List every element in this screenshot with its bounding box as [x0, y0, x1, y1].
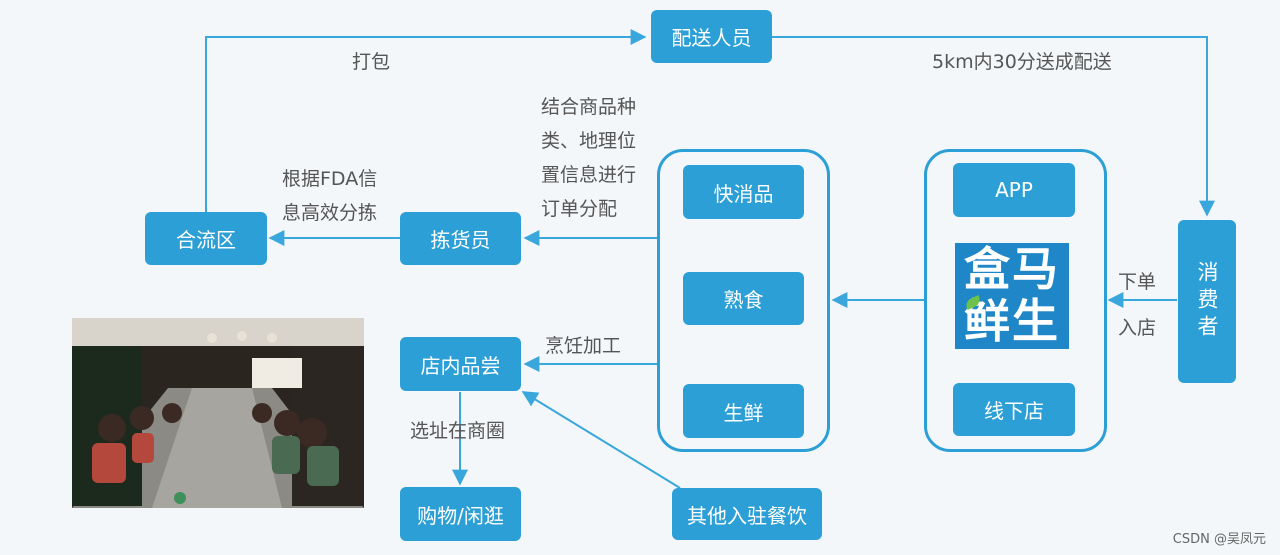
- label-order: 下单: [1118, 271, 1157, 293]
- label-allocation-line: 订单分配: [541, 198, 618, 220]
- node-picker: 拣货员: [400, 212, 521, 265]
- hema-logo-line1: 盒马: [964, 242, 1060, 296]
- node-in-store-tasting: 店内品尝: [400, 337, 521, 391]
- store-interior-photo: [72, 318, 364, 508]
- label-allocation-line: 类、地理位: [541, 130, 637, 152]
- node-fresh: 生鲜: [683, 384, 804, 438]
- connector-delivery-consumer: [772, 36, 1215, 217]
- node-shopping: 购物/闲逛: [400, 487, 521, 541]
- connector-dining-tasting: [521, 391, 681, 489]
- label-enter-store: 入店: [1118, 317, 1157, 339]
- node-offline-store: 线下店: [953, 383, 1075, 436]
- node-consumer: 消费者: [1178, 220, 1236, 383]
- label-fda-sorting: 根据FDA信 息高效分拣: [282, 162, 377, 230]
- label-allocation-line: 结合商品种: [541, 96, 637, 118]
- label-pack: 打包: [352, 51, 391, 73]
- label-delivery-promise: 5km内30分送成配送: [932, 51, 1112, 73]
- label-order-allocation: 结合商品种 类、地理位 置信息进行 订单分配: [541, 90, 636, 226]
- label-site-selection: 选址在商圈: [410, 420, 506, 442]
- hema-logo-line2: 鲜生: [964, 294, 1060, 348]
- label-allocation-line: 置信息进行: [541, 164, 637, 186]
- group-products: [657, 149, 830, 452]
- label-cooking: 烹饪加工: [545, 335, 622, 357]
- node-delivery-staff: 配送人员: [651, 10, 772, 63]
- label-fda-line: 根据FDA信: [282, 168, 378, 190]
- node-consolidation-area: 合流区: [145, 212, 267, 265]
- hema-logo: 盒马 鲜生: [955, 243, 1069, 349]
- watermark: CSDN @吴凤元: [1172, 532, 1266, 547]
- connector-consolidation-delivery: [205, 29, 647, 212]
- node-other-dining: 其他入驻餐饮: [672, 488, 822, 540]
- node-app: APP: [953, 163, 1075, 217]
- node-fmcg: 快消品: [683, 165, 804, 219]
- node-cooked-food: 熟食: [683, 272, 804, 325]
- group-hema-store: [924, 149, 1107, 452]
- label-fda-line: 息高效分拣: [282, 202, 378, 224]
